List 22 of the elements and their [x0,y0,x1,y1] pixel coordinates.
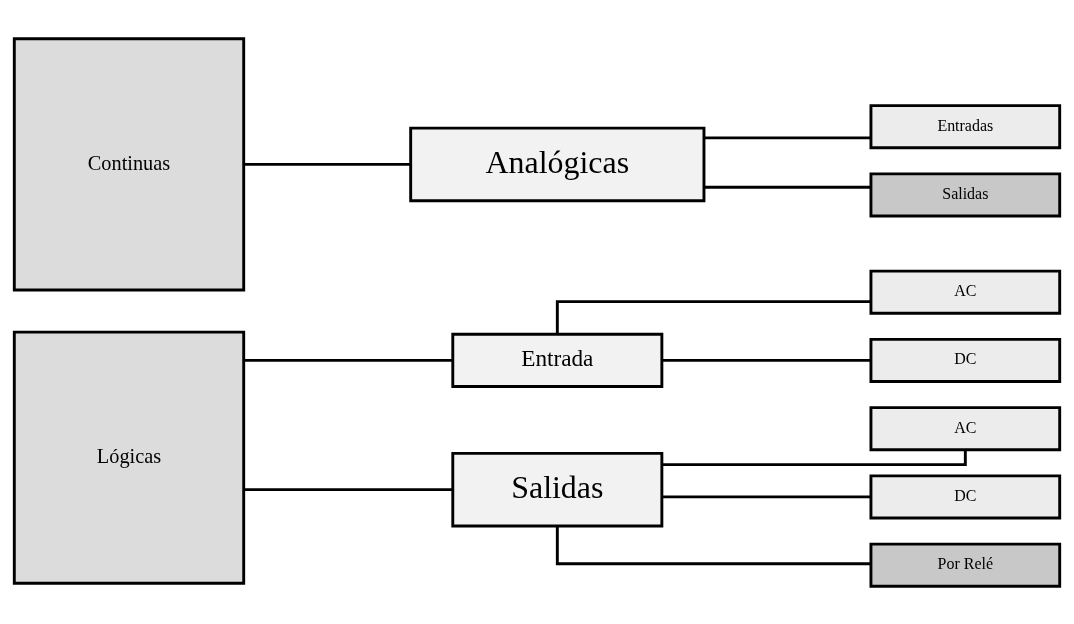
node-box: Analógicas [409,126,706,202]
connector [704,185,871,189]
connector [243,487,453,491]
node-box: Por Relé [869,542,1062,588]
connector [704,135,871,139]
node-box: Entradas [869,103,1062,149]
node-box: Continuas [12,36,246,291]
node-box: AC [869,269,1062,315]
node-box: DC [869,473,1062,519]
connector [555,299,871,334]
node-box: DC [869,337,1062,383]
connector [662,449,967,466]
connector [662,358,871,362]
node-box: Lógicas [12,330,246,585]
connector [662,494,871,498]
node-box: Entrada [451,332,664,388]
connector [243,162,411,166]
node-box: Salidas [451,451,664,527]
connector [243,358,453,362]
node-box: AC [869,405,1062,451]
connector [555,525,871,565]
node-box: Salidas [869,171,1062,217]
